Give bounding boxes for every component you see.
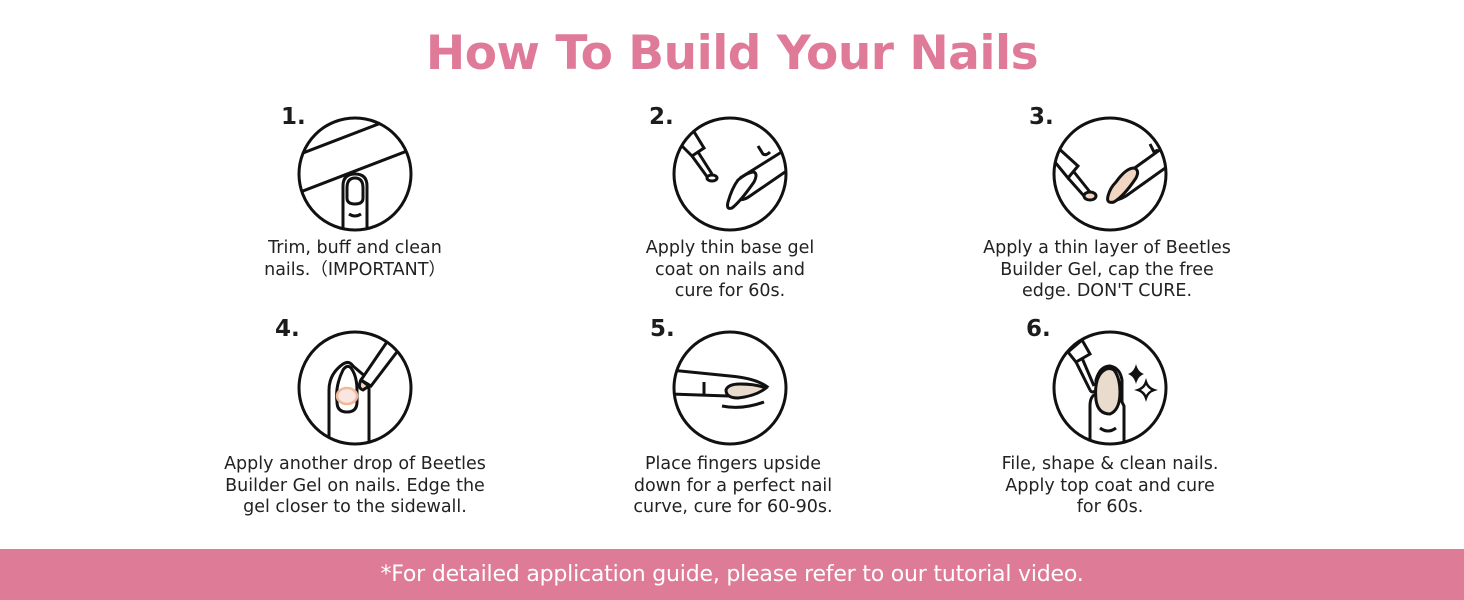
base-coat-brush-icon <box>672 116 788 232</box>
footer-text: *For detailed application guide, please … <box>380 562 1084 587</box>
top-coat-sparkle-icon <box>1052 330 1168 446</box>
step-caption: Apply another drop of Beetles Builder Ge… <box>224 454 486 517</box>
sparkle-icon <box>1134 378 1158 402</box>
buff-file-icon <box>297 116 413 232</box>
step-number: 1. <box>281 104 306 130</box>
gel-drop-icon <box>297 330 413 446</box>
step-caption: Trim, buff and clean nails.（IMPORTANT） <box>264 238 446 280</box>
step-number: 5. <box>650 316 675 342</box>
finger-upside-down-icon <box>672 330 788 446</box>
step-caption: Place fingers upside down for a perfect … <box>633 454 833 517</box>
step-caption: File, shape & clean nails. Apply top coa… <box>1001 454 1219 517</box>
page-title: How To Build Your Nails <box>425 26 1039 81</box>
step-number: 2. <box>649 104 674 130</box>
step-caption: Apply a thin layer of Beetles Builder Ge… <box>983 238 1231 301</box>
step-number: 3. <box>1029 104 1054 130</box>
step-number: 6. <box>1026 316 1051 342</box>
step-number: 4. <box>275 316 300 342</box>
footer-banner: *For detailed application guide, please … <box>0 549 1464 600</box>
builder-gel-brush-icon <box>1052 116 1168 232</box>
sparkle-icon <box>1128 364 1144 384</box>
step-caption: Apply thin base gel coat on nails and cu… <box>645 238 815 301</box>
